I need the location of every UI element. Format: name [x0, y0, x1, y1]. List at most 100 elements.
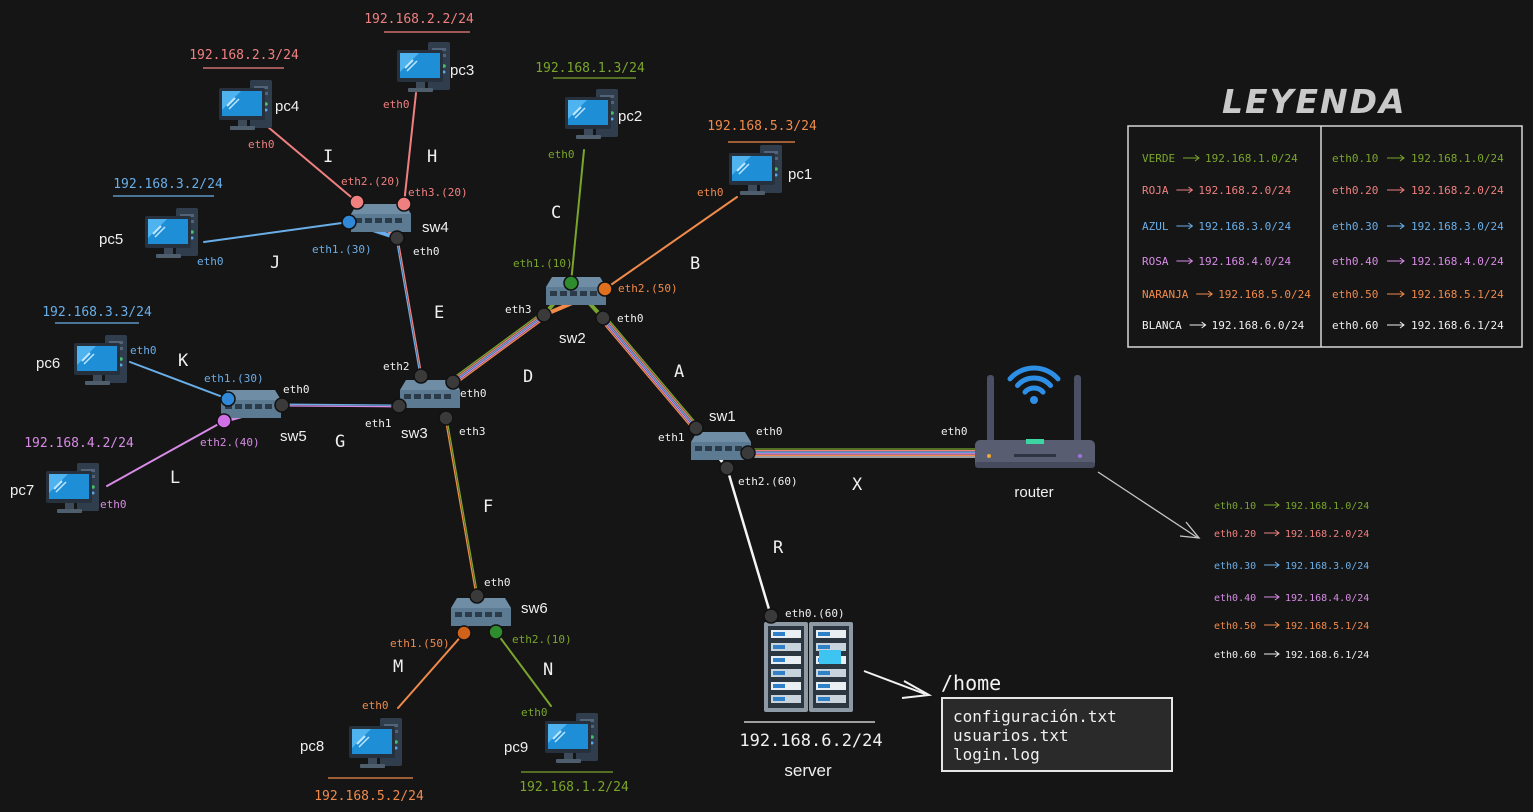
- link-a-trunk: [604, 315, 700, 427]
- router-table-arrow-head: [1274, 501, 1280, 509]
- file-item[interactable]: login.log: [953, 745, 1040, 764]
- port-label: eth2.(50): [618, 282, 678, 295]
- pc-ip-address: 192.168.5.2/24: [314, 789, 424, 804]
- server-led-bar: [818, 645, 830, 649]
- pc-ip-address: 192.168.3.2/24: [113, 177, 223, 192]
- server-rack-icon: [764, 622, 853, 712]
- desktop-computer-icon: [728, 144, 783, 196]
- server-led-bar: [773, 632, 785, 636]
- router-arrow-head: [1179, 521, 1201, 539]
- port-dot: [274, 397, 290, 413]
- router-antenna: [987, 375, 994, 445]
- link-g-trunk: [281, 403, 400, 406]
- server-led-bar: [773, 697, 785, 701]
- desktop-computer-icon: [348, 717, 403, 769]
- router-subinterface-address: 192.168.5.1/24: [1285, 621, 1369, 632]
- port-label: eth3: [459, 425, 486, 438]
- legend-network-name: BLANCA: [1142, 319, 1182, 332]
- link-letter: R: [773, 538, 784, 558]
- server-unit: [816, 695, 846, 703]
- pc-interface-label: eth0: [100, 498, 127, 511]
- legend-subinterface: eth0.60: [1332, 319, 1378, 332]
- legend-subinterface: eth0.30: [1332, 220, 1378, 233]
- desktop-computer-icon: [544, 712, 599, 764]
- file-item[interactable]: configuración.txt: [953, 707, 1117, 726]
- link-d-trunk: [453, 315, 546, 384]
- legend-network-address: 192.168.5.0/24: [1218, 288, 1311, 301]
- server-unit: [816, 682, 846, 690]
- port-dot: [391, 398, 407, 414]
- server-screen: [819, 650, 841, 664]
- router-table-arrow-head: [1274, 561, 1280, 569]
- home-path: /home: [941, 671, 1002, 695]
- server-led-bar: [773, 684, 785, 688]
- legend-arrow-head: [1188, 186, 1194, 194]
- pc-label: pc3: [450, 62, 474, 79]
- desktop-computer-icon: [218, 79, 273, 131]
- router-label: router: [1014, 484, 1053, 501]
- router-subinterface: eth0.40: [1214, 593, 1256, 604]
- legend-subinterface-address: 192.168.2.0/24: [1411, 184, 1504, 197]
- server-unit: [771, 656, 801, 664]
- pc-label: pc8: [300, 738, 324, 755]
- link-n: [495, 631, 552, 707]
- server-ip-address: 192.168.6.2/24: [739, 731, 882, 751]
- file-list: configuración.txt usuarios.txt login.log: [941, 697, 1173, 772]
- port-dot-vlan40: [216, 413, 232, 429]
- port-label: eth1: [365, 417, 392, 430]
- link-a-trunk: [602, 317, 697, 429]
- legend-network-name: ROSA: [1142, 255, 1169, 268]
- port-dot: [445, 374, 461, 390]
- legend-arrow-head: [1188, 222, 1194, 230]
- link-letter: N: [543, 660, 553, 680]
- pc-label: pc2: [618, 108, 642, 125]
- pc-label: pc6: [36, 355, 60, 372]
- legend-arrow-head: [1207, 290, 1214, 298]
- server-inner: [813, 626, 849, 708]
- legend-box: [1127, 125, 1523, 348]
- legend-arrow-head: [1194, 154, 1200, 162]
- server-led-bar: [773, 645, 785, 649]
- pc-ip-address: 192.168.3.3/24: [42, 305, 152, 320]
- legend-network-name: ROJA: [1142, 184, 1169, 197]
- router-subinterface: eth0.20: [1214, 529, 1256, 540]
- switch-label: sw5: [280, 428, 307, 445]
- port-dot-vlan10: [563, 275, 579, 291]
- router-table-arrow-head: [1274, 650, 1280, 658]
- wifi-arc: [1007, 365, 1061, 382]
- link-k: [129, 361, 229, 400]
- wifi-arc: [1015, 375, 1053, 388]
- port-dot: [438, 410, 454, 426]
- port-dot: [740, 445, 756, 461]
- legend-subinterface: eth0.20: [1332, 184, 1378, 197]
- switch-label: sw3: [401, 425, 428, 442]
- port-dot-vlan30: [220, 391, 236, 407]
- legend-arrow-head: [1399, 186, 1405, 194]
- server-led-bar: [818, 697, 830, 701]
- server-led-bar: [773, 671, 785, 675]
- legend-subinterface-address: 192.168.1.0/24: [1411, 152, 1504, 165]
- server-arrow-line: [863, 670, 926, 695]
- legend-arrow-head: [1188, 257, 1194, 265]
- router-subinterface: eth0.10: [1214, 501, 1256, 512]
- port-dot: [595, 310, 611, 326]
- server-led-bar: [818, 671, 830, 675]
- file-item[interactable]: usuarios.txt: [953, 726, 1069, 745]
- port-label: eth2.(10): [512, 633, 572, 646]
- pc-ip-address: 192.168.1.2/24: [519, 780, 629, 795]
- pc-interface-label: eth0: [197, 255, 224, 268]
- legend-arrow-head: [1399, 290, 1405, 298]
- desktop-computer-icon: [73, 334, 128, 386]
- pc-ip-address: 192.168.5.3/24: [707, 119, 817, 134]
- port-label: eth3: [505, 303, 532, 316]
- link-letter: A: [674, 362, 684, 382]
- legend-network-address: 192.168.2.0/24: [1198, 184, 1291, 197]
- link-letter: B: [690, 254, 700, 274]
- link-letter: L: [170, 468, 180, 488]
- port-label: eth2.(20): [341, 175, 401, 188]
- link-letter: F: [483, 497, 493, 517]
- legend-network-name: AZUL: [1142, 220, 1169, 233]
- switch-label: sw2: [559, 330, 586, 347]
- link-a-trunk: [601, 318, 696, 430]
- pc-label: pc4: [275, 98, 299, 115]
